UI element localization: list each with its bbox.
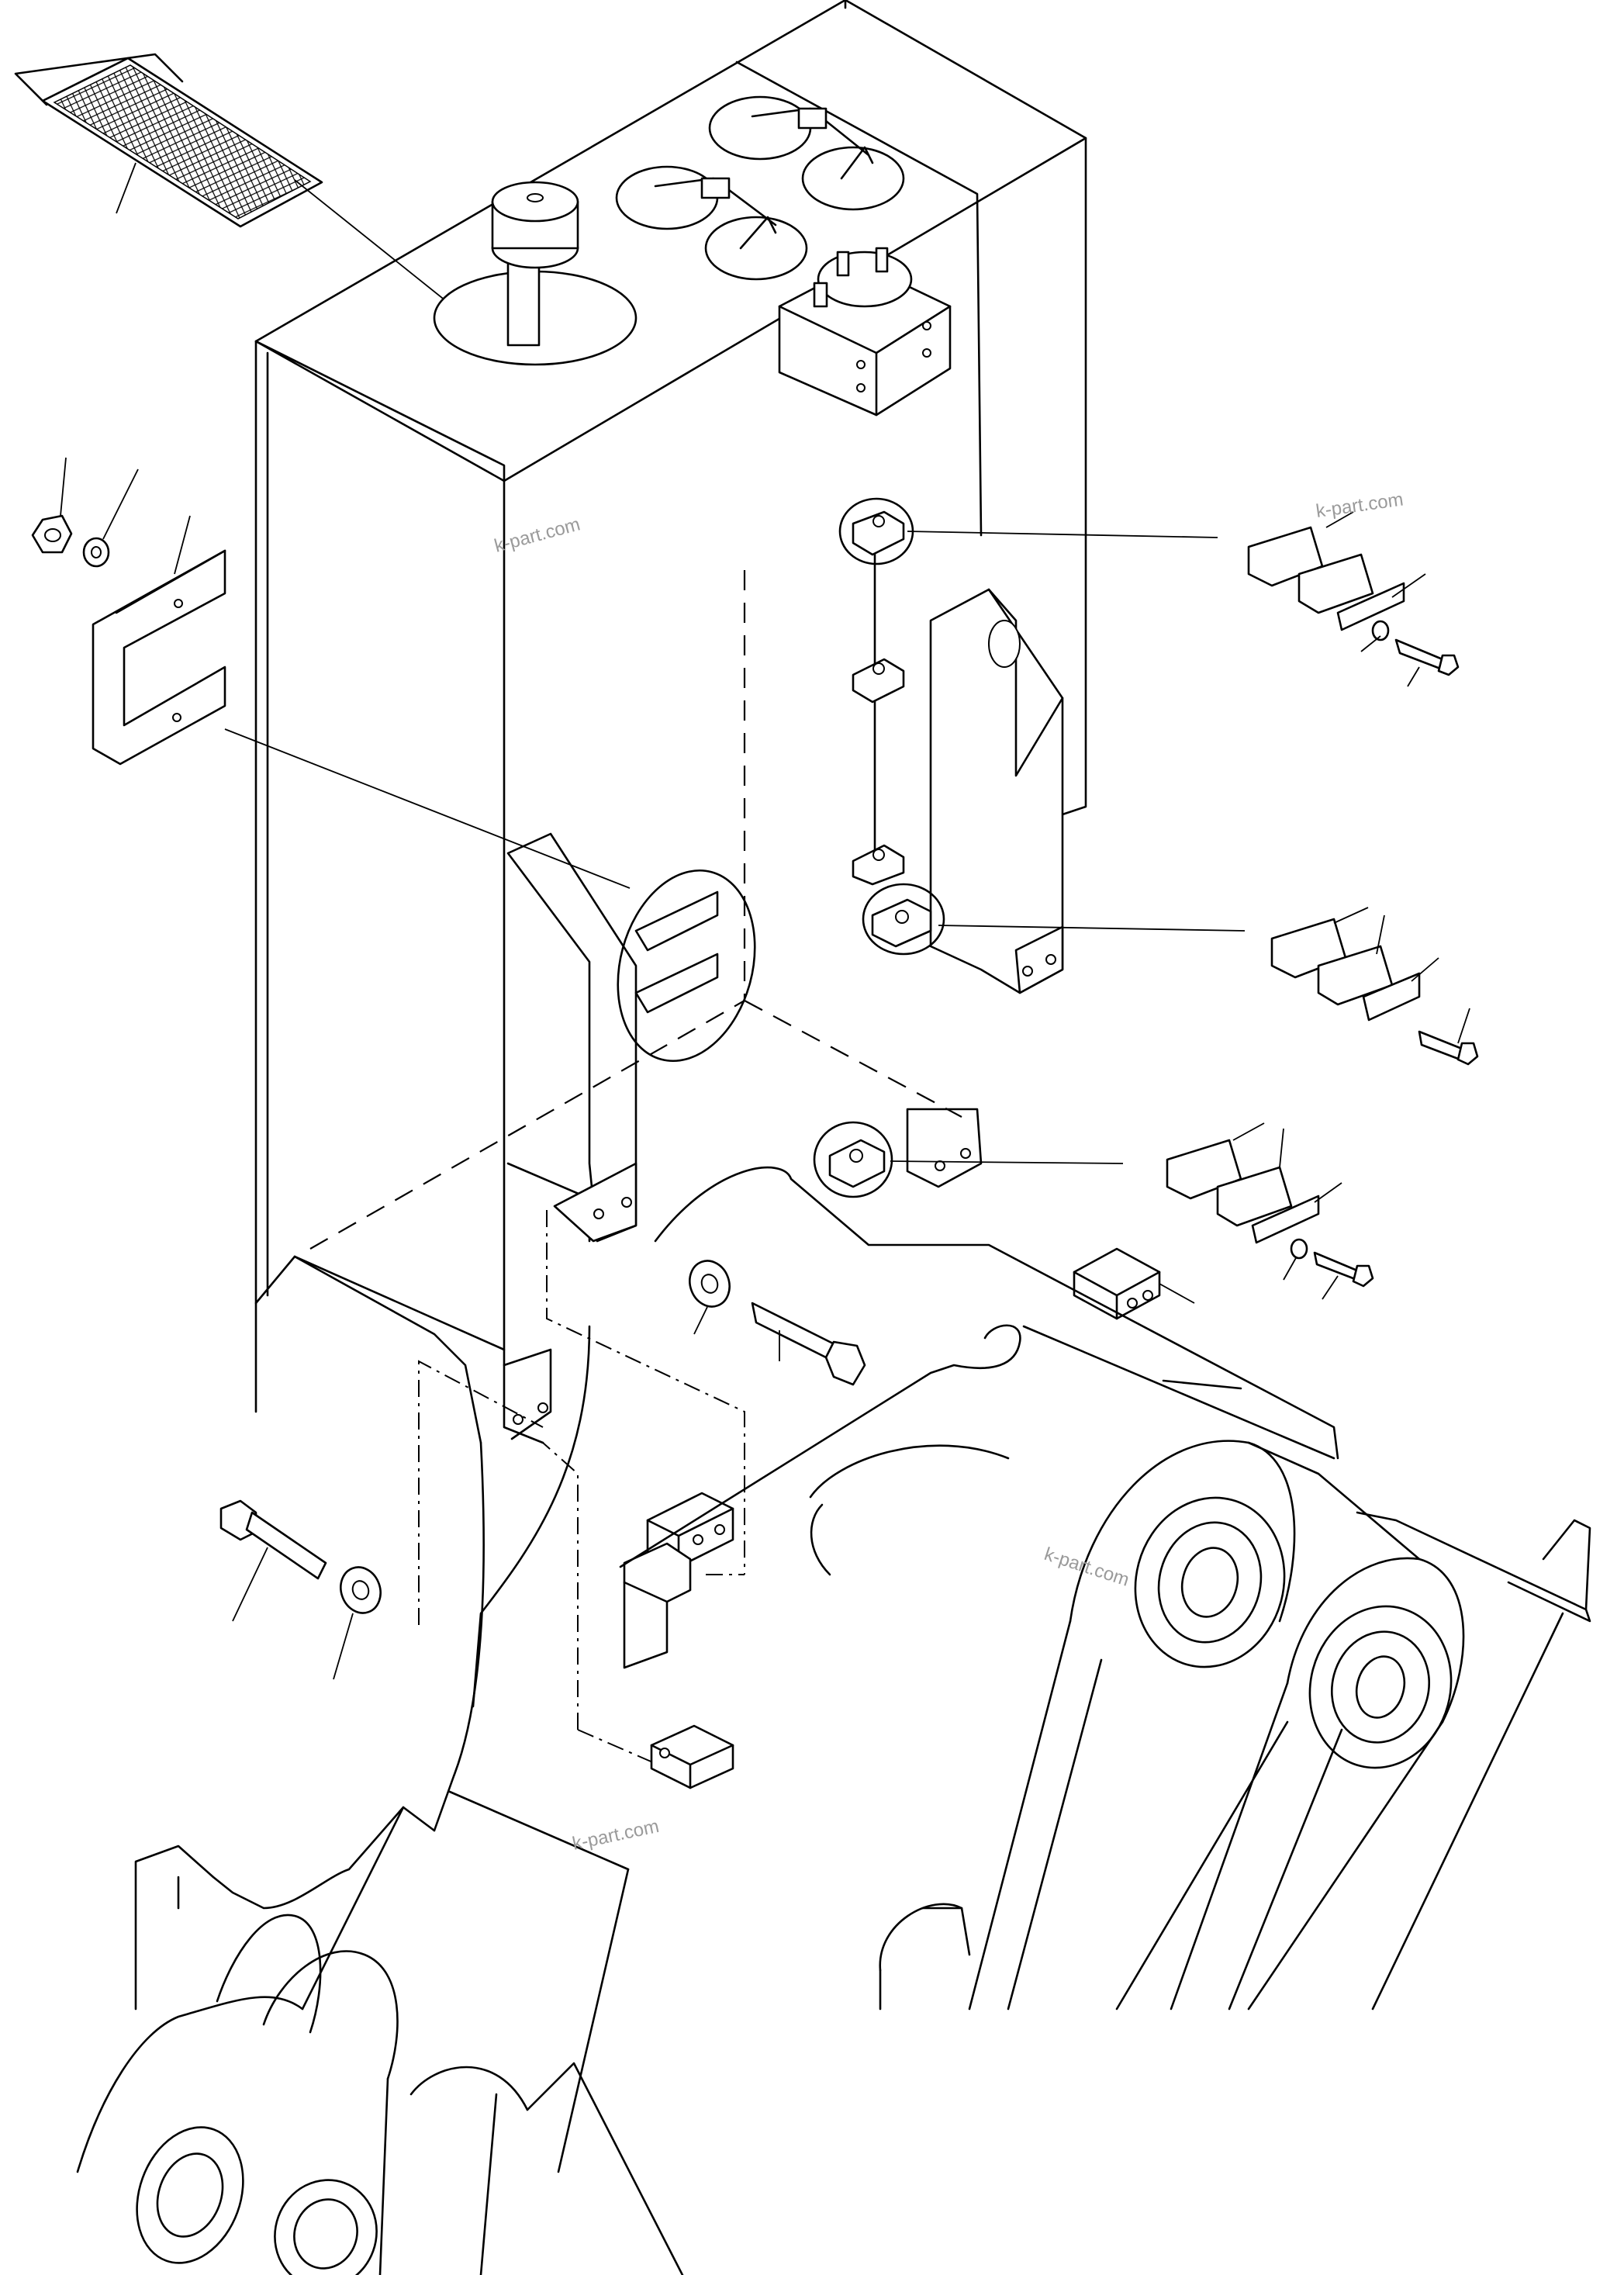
leader-line [1279, 1128, 1284, 1168]
strainer-mesh-icon [14, 53, 323, 228]
leader-line [1325, 511, 1354, 528]
pipe-clamp-icon [1247, 526, 1405, 631]
breather-cap-icon [433, 181, 638, 366]
leader-line [1322, 1275, 1339, 1300]
leader-line [232, 1547, 268, 1622]
leader-line [60, 457, 67, 517]
hydraulic-tank [254, 0, 1087, 1444]
washer-icon [1371, 620, 1390, 641]
pipe-with-clamps [813, 497, 945, 1198]
leader-line [1360, 635, 1381, 652]
leader-line [174, 515, 191, 575]
spacer-block [1073, 1247, 1161, 1320]
leader-line [1407, 666, 1420, 687]
leader-line [1283, 1256, 1297, 1281]
watermark: k-part.com [1315, 489, 1405, 522]
leader-line [1411, 957, 1439, 982]
tank-cover-right [708, 95, 905, 211]
washer-icon [689, 1260, 731, 1308]
pipe-clamp-icon [1166, 1139, 1320, 1244]
leader-line [294, 179, 458, 311]
lower-small-block [650, 1724, 734, 1789]
leader-line [938, 925, 1246, 932]
lower-support-block [623, 1492, 734, 1669]
leader-line [224, 728, 631, 889]
watermark: k-part.com [571, 1816, 661, 1855]
leader-line [1232, 1122, 1265, 1141]
leader-line [907, 531, 1218, 538]
bolt-icon [1418, 1030, 1479, 1066]
leader-line [693, 1306, 708, 1335]
assembly-line [418, 1360, 544, 1625]
right-guard-plate [906, 588, 1064, 1188]
mounting-bracket-icon [92, 549, 226, 766]
revolving-frame [76, 1166, 1591, 2275]
nut-icon [31, 514, 73, 554]
washer-icon [1290, 1238, 1308, 1260]
tank-cover-left [615, 165, 808, 281]
leader-line [1391, 573, 1426, 598]
washer-icon [82, 537, 110, 568]
watermark: k-part.com [492, 513, 582, 556]
pipe-clamp-icon [1270, 918, 1421, 1022]
watermark: k-part.com [1042, 1544, 1132, 1591]
leader-line [102, 468, 139, 540]
detail-circle-bracket [617, 869, 756, 1063]
side-support-plate [503, 832, 638, 1440]
leader-line [333, 1613, 354, 1680]
leader-line [1159, 1283, 1195, 1304]
bolt-icon [1313, 1251, 1374, 1288]
leader-line [1376, 914, 1385, 955]
leader-line [1457, 1008, 1470, 1044]
bolt-icon [1394, 638, 1460, 676]
leader-line [1333, 907, 1369, 924]
valve-block [778, 247, 952, 417]
leader-line [1314, 1182, 1342, 1203]
washer-icon [340, 1566, 382, 1614]
bolt-icon [751, 1302, 866, 1386]
bolt-icon [219, 1499, 327, 1580]
leader-line [890, 1160, 1124, 1164]
